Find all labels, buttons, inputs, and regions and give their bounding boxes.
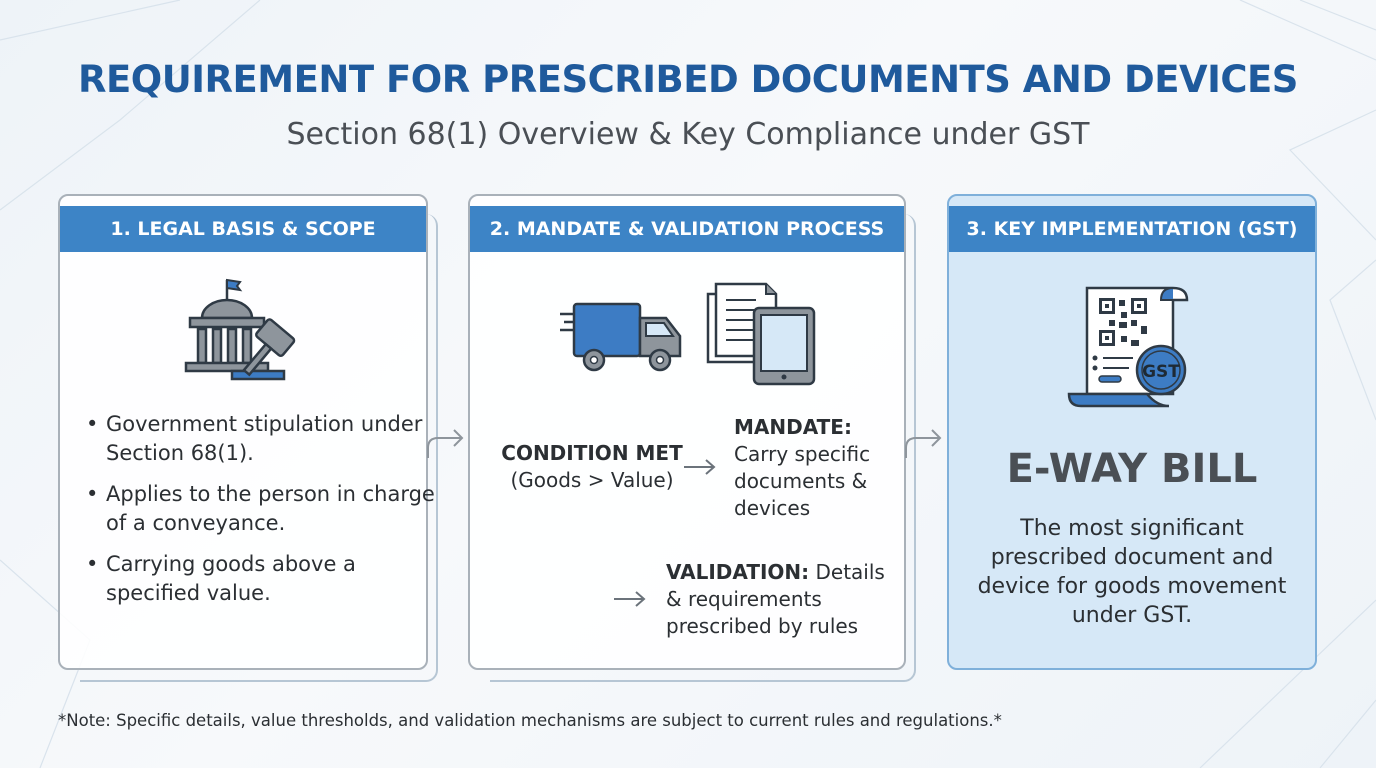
panel-1-heading: 1. LEGAL BASIS & SCOPE xyxy=(60,206,426,252)
condition-label: CONDITION MET xyxy=(501,441,683,465)
government-building-gavel-icon xyxy=(184,278,296,381)
panel-key-implementation: 3. KEY IMPLEMENTATION (GST) GST E-WAY BI… xyxy=(947,194,1317,670)
connector-arrow-icon xyxy=(905,429,942,458)
validation-block: VALIDATION: Details & requirements presc… xyxy=(666,559,892,640)
footnote: *Note: Specific details, value threshold… xyxy=(58,711,1002,730)
arrow-right-icon xyxy=(614,591,646,607)
delivery-truck-icon xyxy=(560,302,682,372)
documents-tablet-icon xyxy=(706,282,816,386)
page-subtitle: Section 68(1) Overview & Key Compliance … xyxy=(286,117,1090,152)
gst-badge-text: GST xyxy=(1142,362,1180,382)
eway-bill-description: The most significant prescribed document… xyxy=(977,516,1287,628)
validation-detail: Details & requirements prescribed by rul… xyxy=(666,560,885,638)
mandate-label: MANDATE: xyxy=(734,415,852,439)
panel-2-heading: 2. MANDATE & VALIDATION PROCESS xyxy=(470,206,904,252)
list-item: Government stipulation under Section 68(… xyxy=(86,410,436,468)
panel-1-outline xyxy=(80,214,438,682)
list-item: Carrying goods above a specified value. xyxy=(86,550,436,608)
connector-arrow-icon xyxy=(427,429,464,458)
panel-mandate-validation: 2. MANDATE & VALIDATION PROCESS CONDITIO… xyxy=(468,194,906,670)
condition-block: CONDITION MET (Goods > Value) xyxy=(492,440,692,494)
arrow-right-icon xyxy=(684,459,716,475)
mandate-block: MANDATE: Carry specific documents & devi… xyxy=(734,414,894,522)
eway-bill-title: E-WAY BILL xyxy=(1006,446,1258,492)
panel-3-heading: 3. KEY IMPLEMENTATION (GST) xyxy=(949,206,1315,252)
list-item: Applies to the person in charge of a con… xyxy=(86,480,436,538)
panel-2-outline xyxy=(490,214,916,682)
panel-legal-basis: 1. LEGAL BASIS & SCOPE Government stipul… xyxy=(58,194,435,670)
gst-qr-document-icon: GST xyxy=(1067,286,1189,408)
mandate-detail: Carry specific documents & devices xyxy=(734,442,871,520)
legal-basis-list: Government stipulation under Section 68(… xyxy=(84,410,436,620)
page-title: REQUIREMENT FOR PRESCRIBED DOCUMENTS AND… xyxy=(78,58,1298,101)
validation-label: VALIDATION: xyxy=(666,560,810,584)
condition-detail: (Goods > Value) xyxy=(510,468,674,492)
